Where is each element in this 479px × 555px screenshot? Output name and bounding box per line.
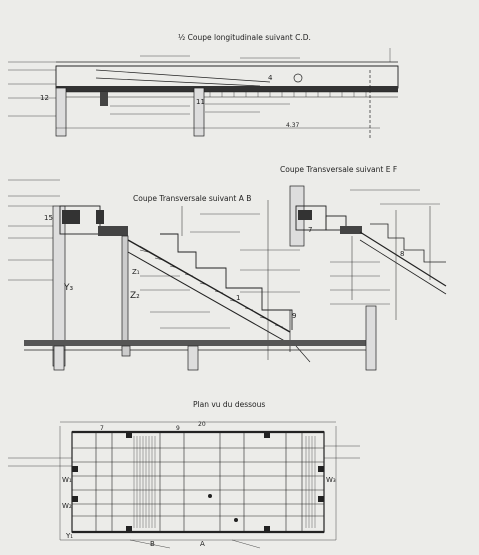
plan-from-below	[8, 421, 360, 549]
label-w2: W₂	[62, 502, 72, 510]
label-section-marker-9: 9	[292, 312, 296, 320]
title-plan-from-below: Plan vu du dessous	[193, 400, 266, 409]
label-plan-a: A	[200, 540, 205, 548]
transverse-section-ab	[8, 179, 377, 371]
label-w3: W₃	[326, 476, 336, 484]
title-transverse-section-ef: Coupe Transversale suivant E F	[280, 165, 398, 174]
label-section-marker-4: 4	[268, 74, 273, 82]
label-plan-20: 20	[198, 421, 206, 428]
label-section-marker-1: 1	[236, 294, 240, 302]
label-section-marker-15: 15	[44, 214, 53, 222]
label-y3: Y₃	[63, 283, 73, 293]
transverse-section-ef	[289, 185, 447, 320]
label-section-marker-7: 7	[308, 226, 312, 234]
label-section-marker-12: 12	[40, 94, 49, 102]
label-plan-7: 7	[100, 425, 104, 432]
label-w1: W₁	[62, 476, 72, 484]
label-dimension-437: 4.37	[286, 122, 300, 129]
label-section-marker-8: 8	[400, 250, 404, 258]
title-longitudinal-section: ½ Coupe longitudinale suivant C.D.	[178, 33, 311, 42]
label-section-marker-11: 11	[196, 98, 205, 106]
longitudinal-section	[8, 48, 399, 138]
label-z2: Z₂	[130, 291, 140, 301]
label-z1: Z₁	[132, 268, 140, 276]
label-y1: Y₁	[65, 532, 73, 540]
label-plan-9: 9	[176, 425, 180, 432]
title-transverse-section-ab: Coupe Transversale suivant A B	[133, 194, 252, 203]
label-plan-b: B	[150, 540, 155, 548]
